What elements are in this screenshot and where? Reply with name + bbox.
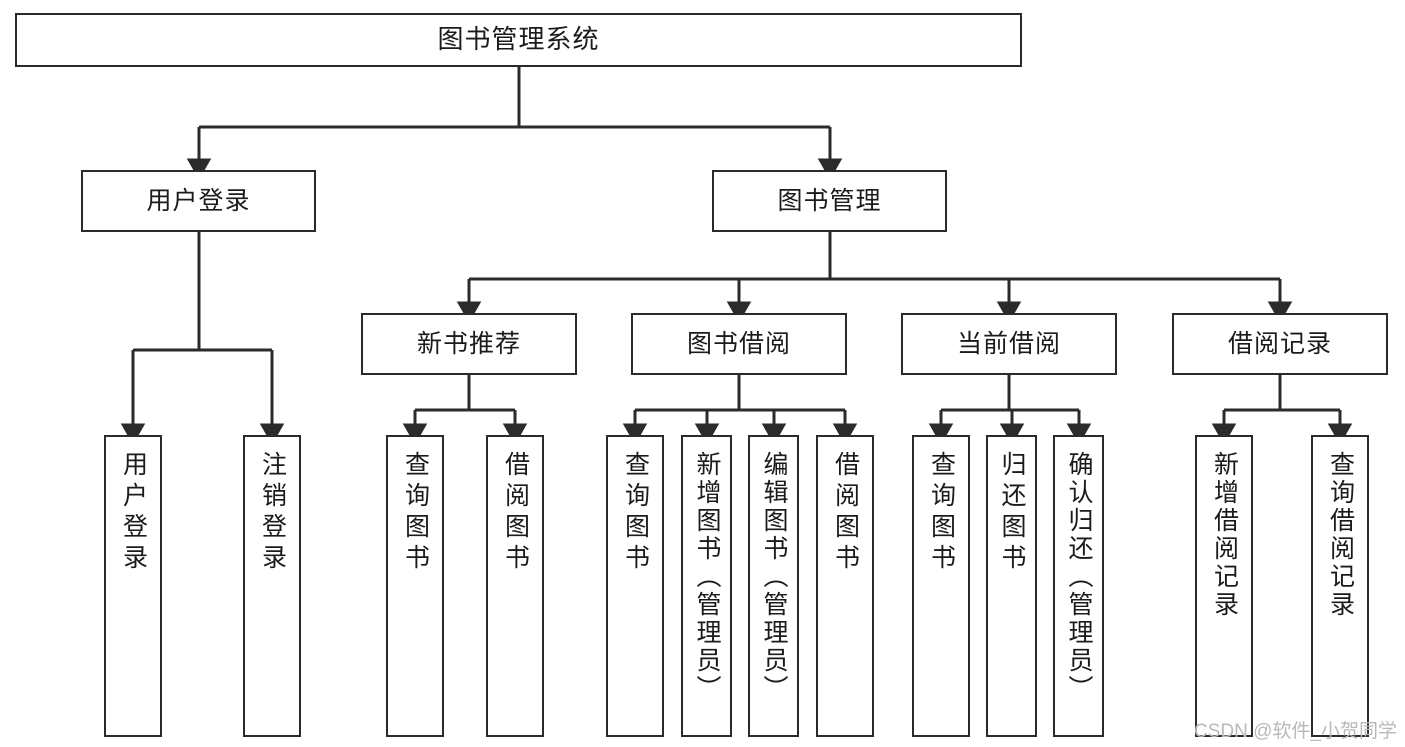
leaf-recommend-borrow-book[interactable]: 借阅图书 bbox=[486, 435, 544, 737]
node-label: 新增图书（管理员） bbox=[693, 451, 721, 703]
node-label: 借阅图书 bbox=[831, 451, 860, 575]
node-label: 图书借阅 bbox=[686, 329, 791, 358]
node-label: 查询图书 bbox=[621, 451, 650, 575]
node-label: 查询图书 bbox=[927, 451, 956, 575]
node-label: 借阅记录 bbox=[1227, 329, 1332, 358]
node-label: 图书管理系统 bbox=[437, 24, 600, 55]
node-root-system[interactable]: 图书管理系统 bbox=[15, 13, 1022, 67]
node-label: 当前借阅 bbox=[956, 329, 1061, 358]
node-user-login[interactable]: 用户登录 bbox=[81, 170, 316, 232]
node-label: 注销登录 bbox=[258, 451, 287, 575]
node-borrow-record[interactable]: 借阅记录 bbox=[1172, 313, 1388, 375]
leaf-current-query-book[interactable]: 查询图书 bbox=[912, 435, 970, 737]
leaf-current-return-book[interactable]: 归还图书 bbox=[986, 435, 1037, 737]
node-label: 图书管理 bbox=[777, 186, 882, 215]
leaf-borrow-edit-book-admin[interactable]: 编辑图书（管理员） bbox=[748, 435, 799, 737]
node-book-borrow[interactable]: 图书借阅 bbox=[631, 313, 847, 375]
leaf-user-logout[interactable]: 注销登录 bbox=[243, 435, 301, 737]
leaf-user-login[interactable]: 用户登录 bbox=[104, 435, 162, 737]
leaf-borrow-query-book[interactable]: 查询图书 bbox=[606, 435, 664, 737]
node-label: 确认归还（管理员） bbox=[1065, 451, 1093, 703]
node-label: 编辑图书（管理员） bbox=[760, 451, 788, 703]
leaf-record-query-borrow-record[interactable]: 查询借阅记录 bbox=[1311, 435, 1369, 737]
leaf-borrow-add-book-admin[interactable]: 新增图书（管理员） bbox=[681, 435, 732, 737]
node-label: 新增借阅记录 bbox=[1210, 451, 1239, 619]
node-new-book-recommend[interactable]: 新书推荐 bbox=[361, 313, 577, 375]
leaf-record-add-borrow-record[interactable]: 新增借阅记录 bbox=[1195, 435, 1253, 737]
node-current-borrow[interactable]: 当前借阅 bbox=[901, 313, 1117, 375]
node-label: 新书推荐 bbox=[416, 329, 521, 358]
leaf-recommend-query-book[interactable]: 查询图书 bbox=[386, 435, 444, 737]
node-label: 借阅图书 bbox=[501, 451, 530, 575]
node-label: 查询借阅记录 bbox=[1326, 451, 1355, 619]
node-book-management[interactable]: 图书管理 bbox=[712, 170, 947, 232]
node-label: 用户登录 bbox=[146, 186, 251, 215]
leaf-borrow-borrow-book[interactable]: 借阅图书 bbox=[816, 435, 874, 737]
node-label: 归还图书 bbox=[998, 451, 1026, 575]
node-label: 用户登录 bbox=[119, 451, 148, 575]
leaf-current-confirm-return-admin[interactable]: 确认归还（管理员） bbox=[1053, 435, 1104, 737]
node-label: 查询图书 bbox=[401, 451, 430, 575]
